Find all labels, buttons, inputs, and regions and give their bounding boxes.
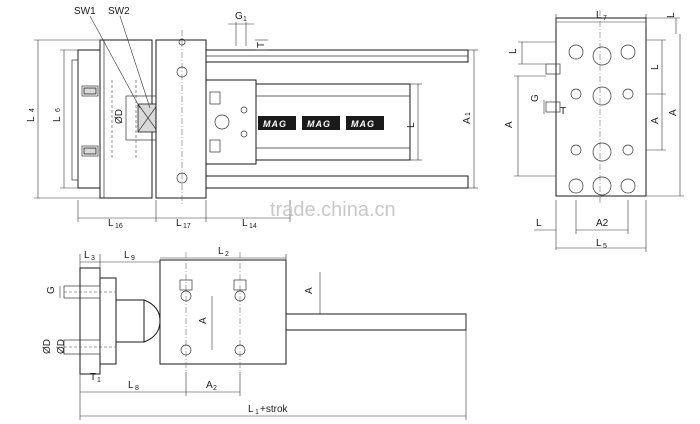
l6-sub: 6 <box>55 108 62 112</box>
a2-side-label: A <box>650 117 661 124</box>
l4-label: L <box>26 116 37 122</box>
l16-sub: 16 <box>115 223 123 230</box>
l7-sub: 7 <box>603 15 607 22</box>
a1-label: A <box>462 117 473 124</box>
l11-label: L <box>666 12 677 18</box>
a5-label: A <box>304 287 315 294</box>
sw1-label: SW1 <box>74 6 96 17</box>
l2-sub: 2 <box>225 251 229 258</box>
l9-sub: 9 <box>131 255 135 262</box>
d1-label: ØD <box>56 339 67 354</box>
l3-label: L <box>84 250 90 261</box>
side-view: L 7 L L L G T A A A L <box>504 10 684 252</box>
l1-stroke-suffix: +strok <box>260 404 289 415</box>
l1-stroke-sub: 1 <box>255 409 259 416</box>
l6-label: L <box>52 116 63 122</box>
l2-label: L <box>218 246 224 257</box>
l10-label: L <box>536 218 542 229</box>
l13-label: L <box>508 48 519 54</box>
brand-label-3: MAG <box>351 119 375 129</box>
d3-label: ØD <box>114 109 125 124</box>
l17-label: L <box>176 218 182 229</box>
t2-side-label: T <box>560 106 566 117</box>
l14-sub: 14 <box>249 223 257 230</box>
l14-label: L <box>242 218 248 229</box>
l7-label: L <box>596 10 602 21</box>
a1-sub: 1 <box>465 112 472 116</box>
l15-label: L <box>406 122 417 128</box>
l5-sub: 5 <box>603 243 607 250</box>
t1-sub: 1 <box>97 377 101 384</box>
l16-label: L <box>108 218 114 229</box>
l1-stroke-label: L <box>248 404 254 415</box>
a2-front-bottom-label: A <box>206 380 213 391</box>
t1-label: T <box>90 372 96 383</box>
l8-sub: 8 <box>135 385 139 392</box>
sw2-label: SW2 <box>108 6 130 17</box>
g1-front-label: G <box>46 286 57 294</box>
l3-sub: 3 <box>91 255 95 262</box>
g1-side-label: G <box>530 94 541 102</box>
a2-bottom-side-label: A2 <box>596 218 609 229</box>
l12-label: L <box>650 64 661 70</box>
a2-front-label: A <box>198 317 209 324</box>
top-view: MAG MAG MAG G 1 T SW1 SW2 ØD L 4 L 6 <box>26 6 478 230</box>
brand-label-1: MAG <box>263 119 287 129</box>
l17-sub: 17 <box>183 223 191 230</box>
brand-label-2: MAG <box>307 119 331 129</box>
a4-label: A <box>504 121 515 128</box>
front-view: L 3 L 9 L 2 G A A ØD ØD T 1 L 8 A 2 <box>42 246 467 420</box>
l4-sub: 4 <box>29 108 36 112</box>
watermark: trade.china.cn <box>270 199 396 221</box>
l9-label: L <box>124 250 130 261</box>
a3-label: A <box>668 109 679 116</box>
g1-top-sub: 1 <box>243 16 247 23</box>
a2-front-bottom-sub: 2 <box>213 385 217 392</box>
l5-label: L <box>596 238 602 249</box>
l8-label: L <box>128 380 134 391</box>
t2-top-label: T <box>256 42 267 48</box>
g1-top-label: G <box>235 11 243 22</box>
d2-label: ØD <box>42 339 53 354</box>
